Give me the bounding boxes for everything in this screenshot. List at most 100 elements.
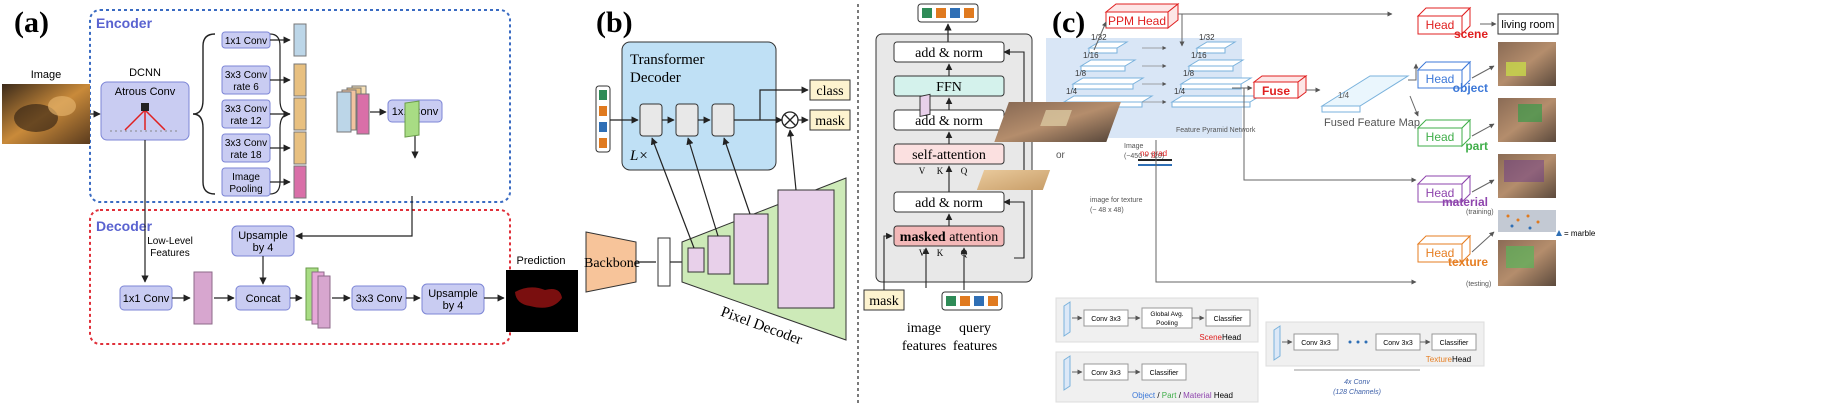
- low-level-l1: Low-Level: [147, 236, 193, 247]
- scene-head-caption-b: Head: [1222, 333, 1241, 342]
- transformer-decoder-box: [621, 41, 777, 171]
- backbone-level-front: [1088, 47, 1118, 54]
- query-features-icon: [941, 291, 1003, 311]
- scene-head-b2a: Global Avg.: [1150, 311, 1183, 318]
- class-output-label: class: [816, 84, 843, 99]
- fpn-level: [1170, 95, 1262, 103]
- head-label-texture: Head: [1426, 246, 1455, 260]
- head-task-material: material: [1442, 195, 1488, 209]
- aspp-branch-feature: [293, 63, 307, 97]
- scene-head-diagram: [1055, 297, 1259, 343]
- head-task-part: part: [1465, 139, 1488, 153]
- pixel-feat-1: [687, 247, 705, 273]
- upsample-bottom-l2: by 4: [443, 300, 464, 312]
- vkq-label-self: V: [919, 166, 926, 176]
- texture-head-b2: Conv 3x3: [1383, 340, 1413, 347]
- query-features-l2: features: [953, 339, 997, 354]
- omp-caption-head: Head: [1212, 391, 1233, 400]
- decoder-frame: [89, 209, 511, 345]
- head-output-arrow: [1471, 179, 1495, 193]
- backbone-level-front: [1080, 65, 1126, 72]
- transformer-l1: Transformer: [630, 52, 704, 68]
- branch-brace: [192, 33, 216, 195]
- scene-head-b2b: Pooling: [1156, 320, 1178, 327]
- decoder-title: Decoder: [96, 218, 153, 234]
- encoder-output-feature: [404, 100, 420, 138]
- fpn-level-front: [1180, 83, 1242, 90]
- room-image: [994, 102, 1121, 142]
- mask-output-box: [809, 109, 851, 131]
- head-label-object: Head: [1426, 72, 1455, 86]
- upsample-top-l1: Upsample: [238, 230, 288, 242]
- arrow-p2-dec: [686, 137, 719, 237]
- omp-caption-material: Material: [1183, 391, 1212, 400]
- head-box-top: [1416, 61, 1472, 71]
- aspp-branch-label-1: 1x1 Conv: [225, 36, 267, 47]
- aspp-branch-label-2: Pooling: [229, 184, 262, 195]
- arrow-p1-dec: [650, 137, 695, 249]
- scene-head-b1: Conv 3x3: [1091, 316, 1121, 323]
- omp-head-b1: Conv 3x3: [1091, 370, 1121, 377]
- texture-dots: [1506, 214, 1540, 230]
- aspp-branch-label-1: 3x3 Conv: [225, 70, 267, 81]
- panel-c-label: (c): [1052, 6, 1085, 39]
- atrous-label: Atrous Conv: [115, 86, 176, 98]
- class-output-box: [809, 79, 851, 101]
- top-query-output: [917, 3, 979, 23]
- fused-arrows: [1408, 63, 1419, 117]
- head-label-scene: Head: [1426, 18, 1455, 32]
- omp-caption-part: Part: [1162, 391, 1177, 400]
- arrow-pyr-ppm: [1093, 21, 1107, 51]
- block-layer-label: FFN: [936, 80, 962, 95]
- fpn-level: [1179, 77, 1253, 85]
- aspp-branch-label-1: 3x3 Conv: [225, 138, 267, 149]
- image-caption-l1: Image: [1124, 143, 1144, 150]
- no-grad-label: no grad: [1140, 149, 1167, 158]
- backbone-feature: [657, 237, 671, 287]
- testing-label: (testing): [1466, 281, 1491, 288]
- head-task-scene: scene: [1454, 27, 1488, 41]
- fused-feature-map: [1320, 75, 1410, 113]
- training-label: (training): [1466, 209, 1494, 216]
- image-caption-l2: (~450 × 720): [1124, 153, 1164, 160]
- vkq-label-masked: K: [937, 248, 944, 258]
- aspp-branch-feature: [293, 131, 307, 165]
- texture-caption-l2: (~ 48 x 48): [1090, 207, 1124, 214]
- fpn-scale: 1/4: [1174, 87, 1186, 96]
- backbone-level: [1071, 77, 1145, 85]
- aspp-branch-feature: [293, 23, 307, 57]
- scene-head-b3: Classifier: [1214, 316, 1243, 323]
- head-box-object: [1417, 69, 1463, 89]
- fpn-label: Feature Pyramid Network: [1176, 127, 1256, 134]
- head-box-top: [1416, 119, 1472, 129]
- upsample-top-l2: by 4: [253, 242, 274, 254]
- task-heads: HeadsceneHeadobjectHeadpartHeadmaterialH…: [1416, 6, 1495, 269]
- fpn-level: [1187, 59, 1245, 67]
- pixel-feat-4: [777, 189, 835, 309]
- image-feature-icon: [919, 93, 931, 118]
- omp-caption-object: Object: [1132, 391, 1156, 400]
- head-box-part: [1417, 127, 1463, 147]
- backbone-label: Backbone: [584, 256, 640, 271]
- head-label-part: Head: [1426, 130, 1455, 144]
- backbone-level-front: [1072, 83, 1134, 90]
- masked-bold: masked: [900, 230, 946, 245]
- block-layer-label: add & norm: [915, 196, 983, 211]
- ppm-head-box: [1104, 2, 1180, 30]
- encoder-title: Encoder: [96, 15, 153, 31]
- panel-a-label: (a): [14, 6, 49, 39]
- omp-head-caption: Object / Part / Material Head: [1132, 391, 1233, 400]
- aspp-branch-label-2: rate 12: [230, 116, 262, 127]
- fuse-label: Fuse: [1262, 84, 1290, 98]
- head-box-material: [1417, 183, 1463, 203]
- panel-a: (a) Encoder Decoder Image DCNN Atrous Co…: [2, 6, 578, 345]
- masked-attention-label: masked attention: [900, 230, 998, 245]
- ppm-head-label: PPM Head: [1108, 14, 1166, 28]
- texture-head-b1: Conv 3x3: [1301, 340, 1331, 347]
- texture-head-b3: Classifier: [1440, 340, 1469, 347]
- head-box-texture: [1417, 243, 1463, 263]
- arrow-class: [759, 86, 809, 120]
- fuse-box: [1252, 75, 1308, 99]
